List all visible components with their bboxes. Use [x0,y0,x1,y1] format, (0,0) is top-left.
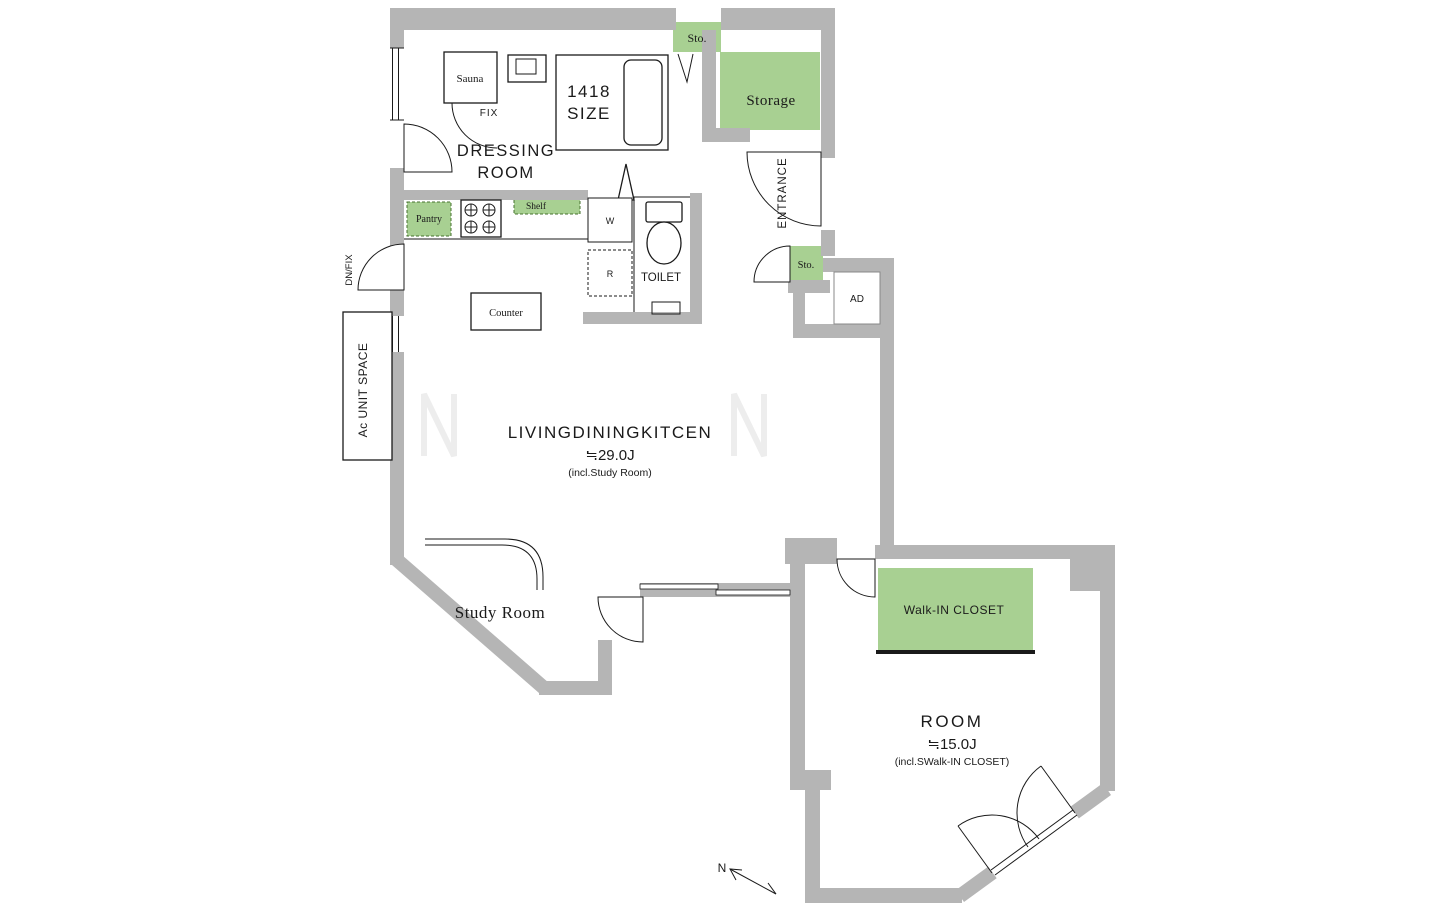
counter-island [470,292,542,331]
french-door-opening [987,805,1080,880]
toilet-room-outline [633,196,690,312]
sliding-door-panel [715,589,791,596]
dressing-room-label-line1: DRESSING [457,142,555,160]
walk-in-closet-area [878,568,1033,650]
entrance-label: ENTRANCE [777,157,789,228]
green-areas [406,22,1035,654]
north-arrow-tail [767,882,777,895]
study-curved-partition [425,538,544,590]
french-door-leaf [957,825,993,874]
north-label: N [718,861,727,875]
dn-fix-door-arc [357,243,405,291]
french-door-arc-right [957,814,1040,840]
stove [460,199,502,238]
room-size-label: ≒15.0J [927,736,976,753]
doors [357,53,876,643]
washbasin-bowl [515,58,537,75]
closet-hanger-rod [876,650,1035,654]
fix-label: FIX [480,108,499,119]
pantry-area [406,201,452,237]
dressing-room-door-arc [403,123,453,173]
watermark-n-left [421,392,457,458]
sliding-door-panel [639,583,719,590]
ldk-size-label: ≒29.0J [585,447,634,464]
room-name-label: ROOM [921,712,984,731]
sto-bifold-door [677,53,694,84]
french-door-arc-left [1016,765,1042,848]
counter-label: Counter [489,308,523,319]
fridge-space [587,249,633,297]
toilet-floor-box [651,301,681,315]
pantry-label: Pantry [416,214,442,225]
room-french-doors [957,765,1080,880]
north-arrow: N [718,861,777,895]
sto-hall-label: Sto. [798,260,815,271]
study-room-label: Study Room [455,603,546,622]
sliding-doors [639,583,791,596]
bathtub [623,59,663,146]
dn-fix-label: DN/FIX [344,254,355,286]
watermark-n-right [731,392,767,458]
entrance-door-arc [746,151,822,227]
sto-top-label: Sto. [687,31,706,45]
room-note-label: (incl.SWalk-IN CLOSET) [895,756,1010,768]
bath-size-line2: SIZE [567,104,611,123]
toilet-bowl [646,221,682,265]
storage-area [720,52,820,130]
ldk-note-label: (incl.Study Room) [568,467,651,479]
toilet-tank [645,201,683,223]
french-door-leaf [1040,765,1076,814]
storage-sto-hall-area [790,246,823,282]
fix-window-upper [390,47,404,121]
hall-storage-door-arc [753,245,791,283]
ad-label: AD [850,294,864,305]
toilet-label: TOILET [641,272,681,284]
ldk-name-label: LIVINGDININGKITCEN [508,423,713,442]
toilet-door-leaf [617,163,635,201]
sauna-box [443,51,498,104]
study-room-door-arc [597,596,644,643]
dressing-room-label-line2: ROOM [477,164,534,182]
fridge-label: R [607,269,614,279]
room-door-arc [836,558,876,598]
stove-burners [464,203,496,234]
sauna-label: Sauna [457,73,484,85]
north-arrowhead [729,868,743,881]
labels: Sauna FIX 1418 SIZE DRESSING ROOM Sto. S… [344,31,1009,768]
walk-in-closet-label: Walk-IN CLOSET [904,603,1005,617]
washer-label: W [606,216,615,226]
bathroom-door-arc [451,102,498,149]
washer-space [587,197,633,243]
ac-unit-space-box [342,311,393,461]
fixtures [342,51,881,590]
ac-unit-space-label: Ac UNIT SPACE [356,343,370,438]
ad-duct-box [833,271,881,325]
storage-label: Storage [746,93,795,109]
shelf-label: Shelf [526,201,547,212]
bath-size-line1: 1418 [567,82,611,101]
watermark-marks [421,392,767,458]
